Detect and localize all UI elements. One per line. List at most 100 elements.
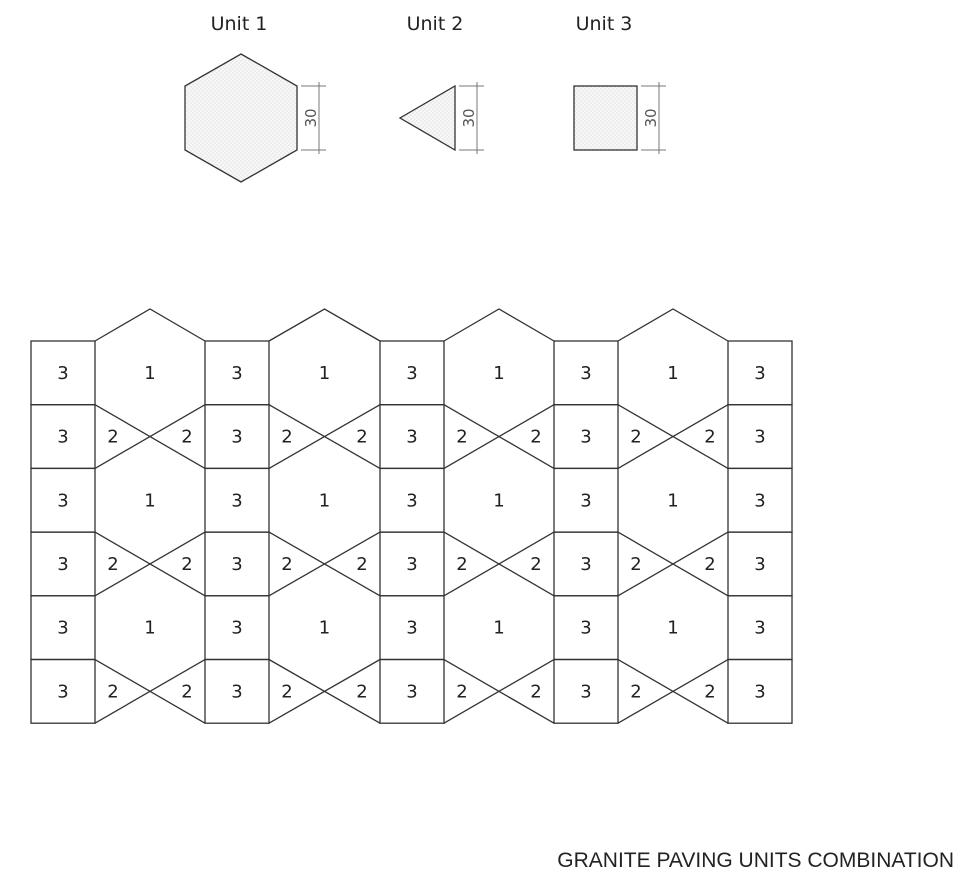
- triangle-tile-label: 2: [356, 427, 367, 448]
- hexagon-tile-label: 1: [144, 618, 155, 639]
- square-tile-label: 3: [231, 618, 242, 639]
- hexagon-tile-label: 1: [493, 490, 504, 511]
- triangle-tile-label: 2: [704, 681, 715, 702]
- unit-1-dimension: 30: [301, 82, 326, 154]
- triangle-tile-label: 2: [456, 427, 467, 448]
- unit-2-dimension: 30: [459, 82, 484, 154]
- triangle-tile-label: 2: [181, 427, 192, 448]
- legend-unit-2: Unit 2 30: [398, 13, 484, 154]
- square-tile-label: 3: [231, 554, 242, 575]
- triangle-tile-label: 2: [181, 554, 192, 575]
- triangle-tile-label: 2: [281, 681, 292, 702]
- triangle-tile-label: 2: [107, 681, 118, 702]
- square-tile-label: 3: [231, 490, 242, 511]
- triangle-tile-label: 2: [704, 427, 715, 448]
- triangle-tile-label: 2: [530, 554, 541, 575]
- unit-3-dimension-label: 30: [642, 108, 660, 127]
- triangle-tile-label: 2: [456, 554, 467, 575]
- unit-1-dimension-label: 30: [302, 108, 320, 127]
- hexagon-tile-label: 1: [493, 618, 504, 639]
- hexagon-tile-label: 1: [144, 490, 155, 511]
- square-tile: [553, 658, 619, 724]
- diagonal-edge: [617, 531, 729, 597]
- square-tile-label: 3: [406, 490, 417, 511]
- triangle-tile-label: 2: [530, 427, 541, 448]
- square-tile-label: 3: [754, 427, 765, 448]
- square-tile-label: 3: [57, 490, 68, 511]
- square-tile-label: 3: [57, 363, 68, 384]
- hexagon-top-edge: [94, 308, 206, 342]
- caption: GRANITE PAVING UNITS COMBINATION: [557, 849, 954, 872]
- unit-2-title: Unit 2: [407, 13, 464, 35]
- hexagon-unit-icon: [184, 53, 298, 183]
- hexagon-tile-label: 1: [493, 363, 504, 384]
- square-tile-label: 3: [580, 681, 591, 702]
- square-tile-label: 3: [580, 618, 591, 639]
- triangle-unit-icon: [398, 84, 456, 152]
- hexagon-tile-label: 1: [319, 490, 330, 511]
- hexagon-top-edge: [443, 308, 555, 342]
- triangle-tile-label: 2: [356, 554, 367, 575]
- diagonal-edge: [94, 531, 206, 597]
- triangle-tile-label: 2: [456, 681, 467, 702]
- square-tile: [204, 658, 270, 724]
- triangle-tile-label: 2: [704, 554, 715, 575]
- unit-3-title: Unit 3: [576, 13, 633, 35]
- unit-1-title: Unit 1: [211, 13, 268, 35]
- square-tile-label: 3: [406, 554, 417, 575]
- diagonal-edge: [268, 531, 381, 597]
- diagonal-edge: [268, 658, 381, 724]
- legend-unit-1: Unit 1 30: [184, 13, 326, 183]
- triangle-tile-label: 2: [107, 427, 118, 448]
- square-tile-label: 3: [231, 681, 242, 702]
- triangle-tile-label: 2: [356, 681, 367, 702]
- square-tile-label: 3: [57, 427, 68, 448]
- hexagon-tile-label: 1: [667, 490, 678, 511]
- diagonal-edge: [443, 404, 555, 469]
- square-tile-label: 3: [57, 618, 68, 639]
- diagonal-edge: [617, 404, 729, 469]
- square-tile: [30, 658, 96, 724]
- triangle-tile-label: 2: [281, 427, 292, 448]
- diagonal-edge: [94, 404, 206, 469]
- square-tile-label: 3: [580, 490, 591, 511]
- hexagon-tile-label: 1: [667, 618, 678, 639]
- triangle-tile-label: 2: [630, 427, 641, 448]
- square-unit-icon: [573, 85, 638, 151]
- square-tile-label: 3: [580, 554, 591, 575]
- square-tile-label: 3: [231, 363, 242, 384]
- diagonal-edge: [268, 404, 381, 469]
- triangle-tile-label: 2: [181, 681, 192, 702]
- square-tile-label: 3: [754, 554, 765, 575]
- square-tile-label: 3: [754, 490, 765, 511]
- square-tile-label: 3: [406, 363, 417, 384]
- square-tile-label: 3: [580, 427, 591, 448]
- diagonal-edge: [443, 531, 555, 597]
- unit-3-dimension: 30: [641, 82, 666, 154]
- square-tile: [727, 658, 793, 724]
- triangle-tile-label: 2: [630, 554, 641, 575]
- square-tile: [379, 658, 445, 724]
- square-tile-label: 3: [754, 618, 765, 639]
- square-tile-label: 3: [57, 554, 68, 575]
- unit-2-dimension-label: 30: [460, 108, 478, 127]
- triangle-tile-label: 2: [107, 554, 118, 575]
- square-tile-label: 3: [754, 363, 765, 384]
- triangle-tile-label: 2: [281, 554, 292, 575]
- hexagon-top-edge: [268, 308, 381, 342]
- hexagon-tile-label: 1: [667, 363, 678, 384]
- triangle-tile-label: 2: [530, 681, 541, 702]
- square-tile-label: 3: [57, 681, 68, 702]
- square-tile-label: 3: [231, 427, 242, 448]
- diagonal-edge: [443, 658, 555, 724]
- triangle-tile-label: 2: [630, 681, 641, 702]
- square-tile-label: 3: [406, 681, 417, 702]
- hexagon-tile-label: 1: [319, 618, 330, 639]
- legend-unit-3: Unit 3 30: [573, 13, 666, 154]
- square-tile-label: 3: [406, 427, 417, 448]
- square-tile-label: 3: [580, 363, 591, 384]
- hexagon-tile-label: 1: [319, 363, 330, 384]
- square-tile-label: 3: [406, 618, 417, 639]
